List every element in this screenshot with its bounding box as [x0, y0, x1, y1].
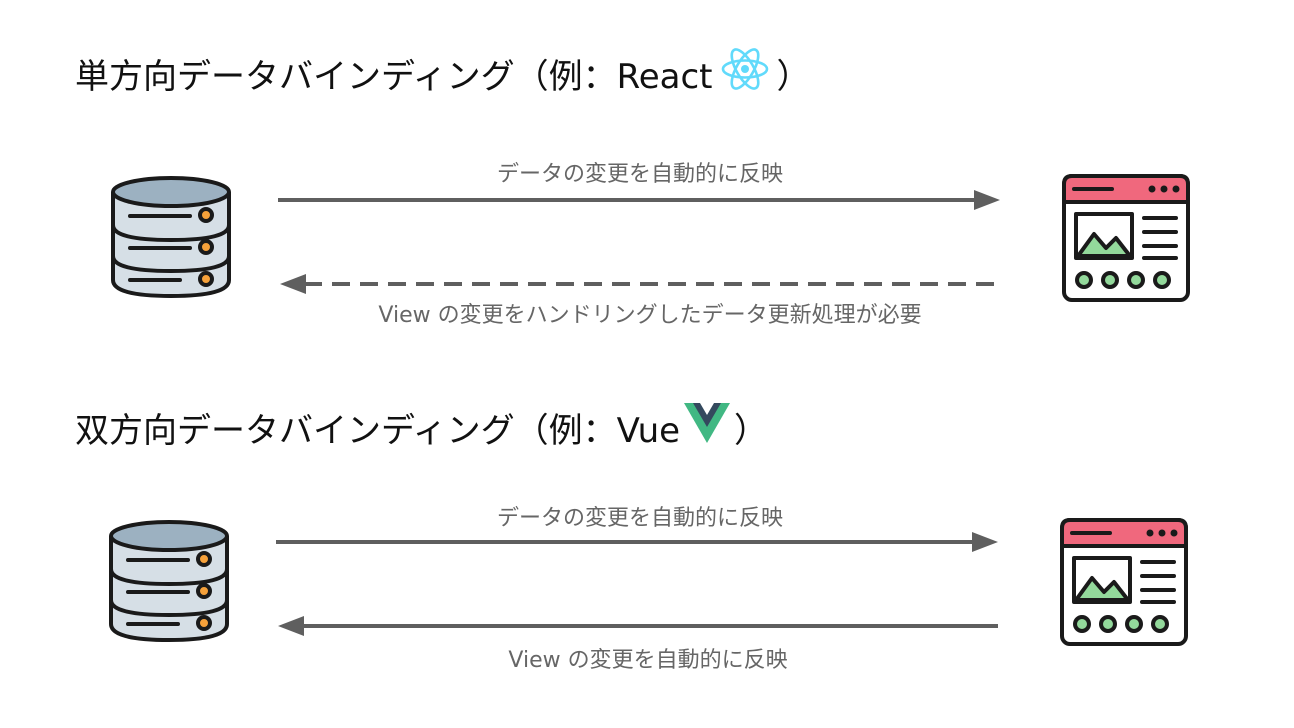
browser-window-icon	[1058, 516, 1190, 652]
forward-arrow-one-way	[278, 190, 1000, 210]
forward-label-one-way: データの変更を自動的に反映	[496, 162, 784, 187]
react-logo-icon	[719, 43, 771, 104]
title-text-one-way: 単方向データバインディング（例：React	[75, 56, 713, 97]
forward-arrow-two-way	[276, 532, 998, 552]
section-two-way-binding: 双方向データバインディング（例：Vue ）	[0, 360, 1294, 728]
section-one-way-binding: 単方向データバインディング（例：React ）	[0, 0, 1294, 360]
backward-label-two-way: View の変更を自動的に反映	[508, 648, 788, 673]
section-title-one-way: 単方向データバインディング（例：React ）	[75, 46, 811, 100]
section-title-two-way: 双方向データバインディング（例：Vue ）	[75, 400, 768, 454]
backward-arrow-one-way	[280, 274, 1000, 294]
database-icon	[106, 514, 232, 650]
title-close-paren-two-way: ）	[734, 410, 769, 451]
database-icon	[108, 170, 234, 306]
backward-arrow-two-way	[278, 616, 998, 636]
forward-label-two-way: データの変更を自動的に反映	[496, 506, 784, 531]
browser-window-icon	[1060, 172, 1192, 308]
backward-label-one-way: View の変更をハンドリングしたデータ更新処理が必要	[378, 303, 922, 328]
vue-logo-icon	[684, 402, 731, 452]
title-text-two-way: 双方向データバインディング（例：Vue	[75, 410, 681, 451]
title-close-paren-one-way: ）	[776, 56, 811, 97]
